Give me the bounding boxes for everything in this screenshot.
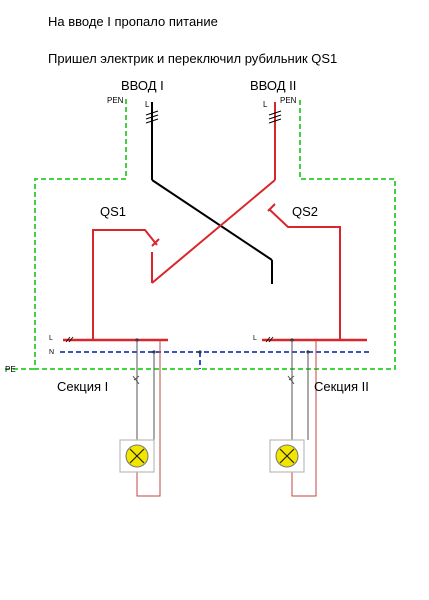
busbar-cable-marks bbox=[65, 336, 274, 343]
pe-conductor bbox=[5, 99, 396, 370]
n-bus-label: N bbox=[49, 349, 54, 356]
pe-label: PE bbox=[5, 365, 16, 374]
qs2-switch bbox=[267, 203, 341, 340]
input-1-l-label: L bbox=[145, 100, 150, 109]
input-1-cable-marks bbox=[145, 110, 159, 124]
section-2-lamp-icon bbox=[275, 444, 299, 468]
section-1-circuit bbox=[119, 340, 161, 497]
input-2-l-label: L bbox=[263, 100, 268, 109]
n-bus bbox=[60, 351, 372, 369]
l-bus-label-left: L bbox=[49, 335, 53, 342]
caption-line-1: На вводе I пропало питание bbox=[48, 14, 218, 29]
section-2-circuit bbox=[269, 340, 317, 497]
caption-line-2: Пришел электрик и переключил рубильник Q… bbox=[48, 51, 337, 66]
section-1-label: Секция I bbox=[57, 379, 108, 394]
qs1-label: QS1 bbox=[100, 204, 126, 219]
input-1-phase-line bbox=[151, 102, 273, 284]
l-bus-label-right: L bbox=[253, 335, 257, 342]
input-2-phase-line bbox=[151, 102, 276, 284]
pen-label-left: PEN bbox=[107, 96, 124, 105]
pen-label-right: PEN bbox=[280, 96, 297, 105]
qs2-label: QS2 bbox=[292, 204, 318, 219]
section-2-label: Секция II bbox=[314, 379, 369, 394]
qs1-switch bbox=[92, 229, 160, 340]
section-1-lamp-icon bbox=[125, 444, 149, 468]
input-2-title: ВВОД II bbox=[250, 78, 296, 93]
input-1-title: ВВОД I bbox=[121, 78, 164, 93]
input-2-cable-marks bbox=[268, 110, 282, 124]
